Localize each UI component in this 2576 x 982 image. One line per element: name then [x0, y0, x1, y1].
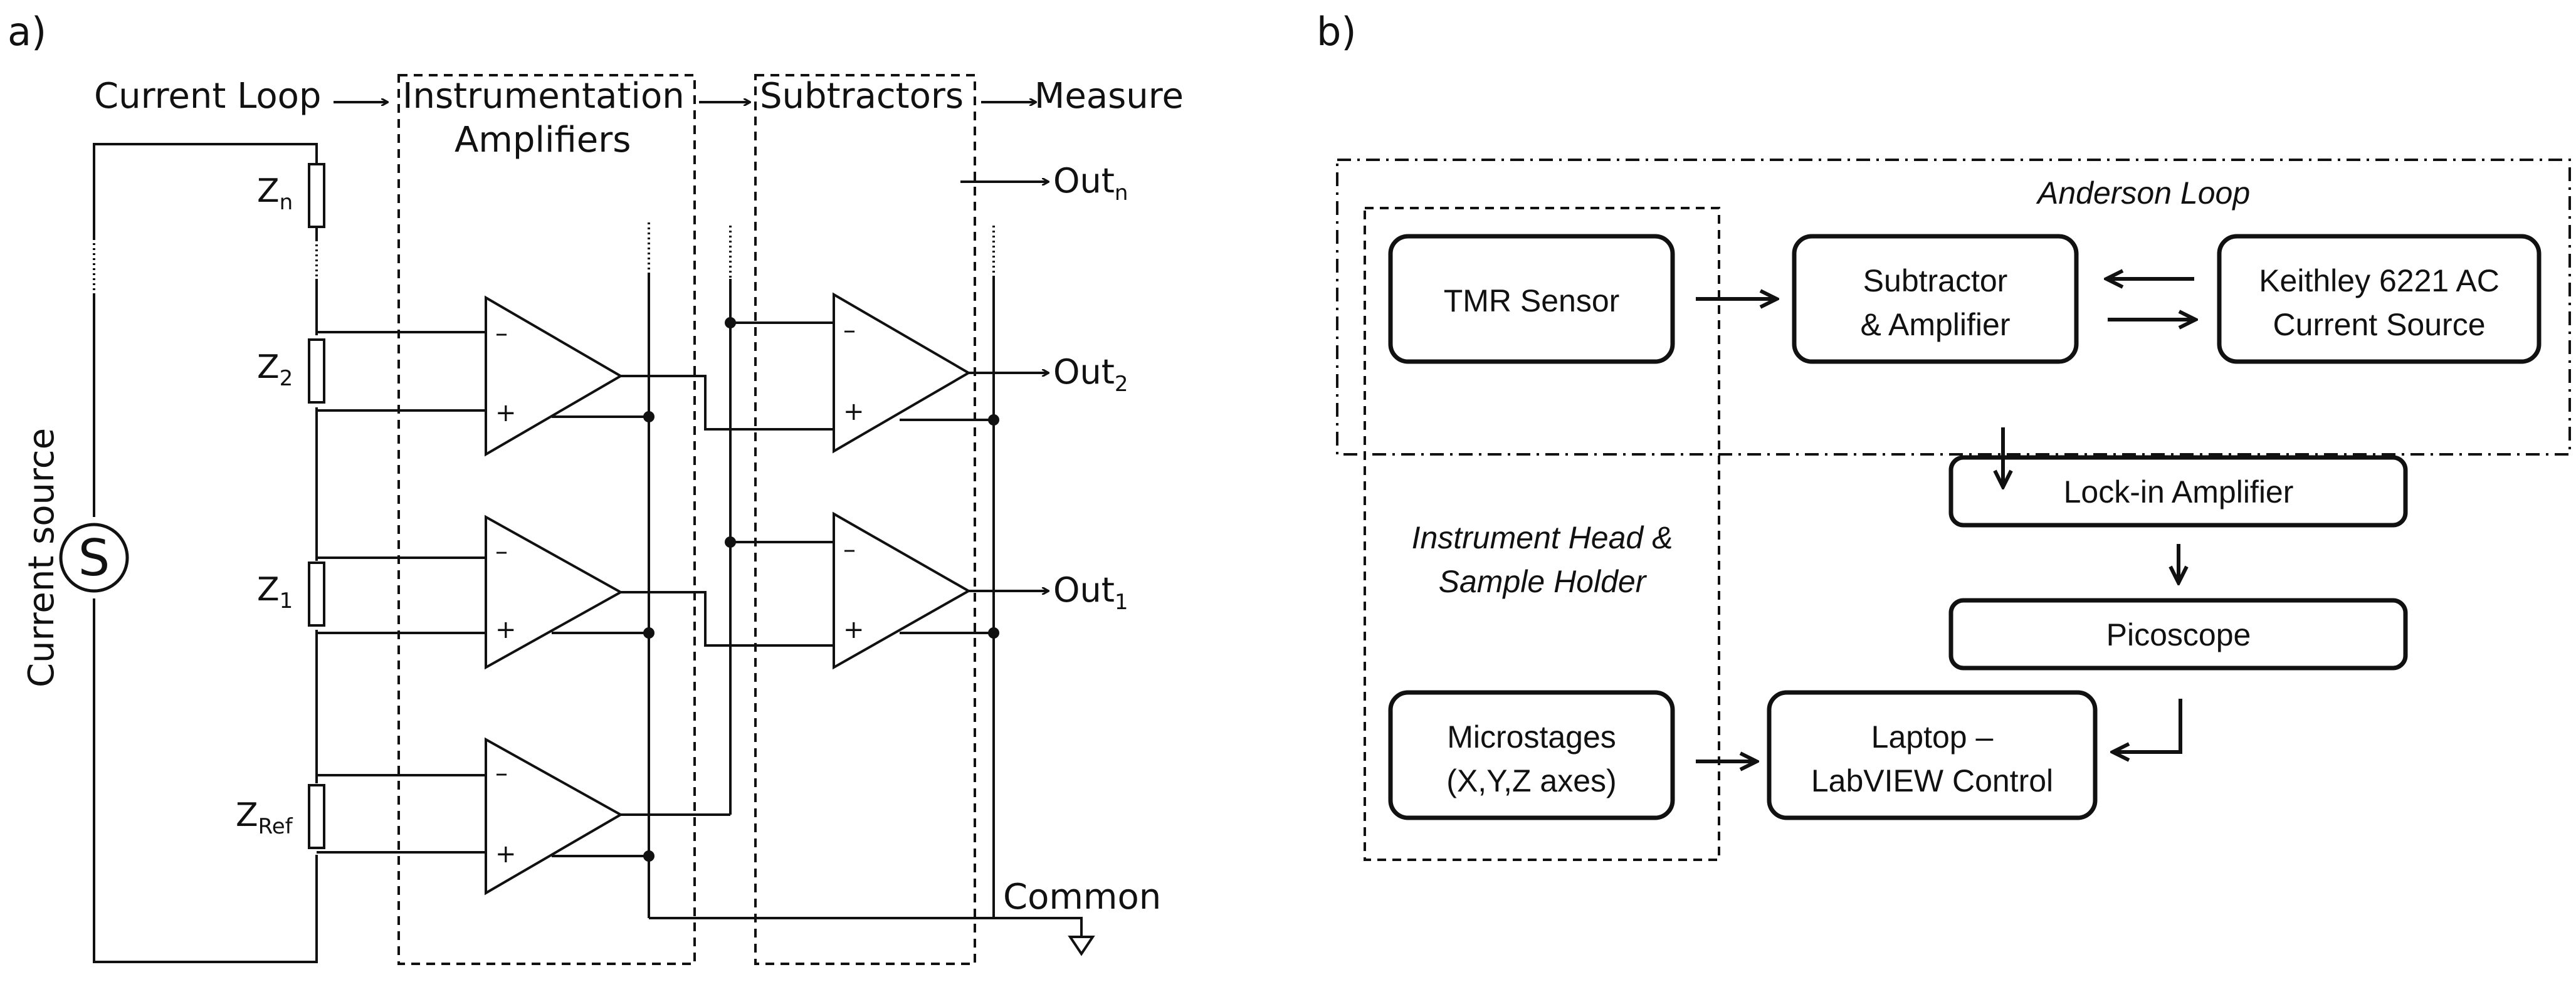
laptop-label-2: LabVIEW Control: [1811, 763, 2053, 798]
subtractors-group: [754, 74, 976, 965]
inst-amp-ref-plus: +: [495, 840, 517, 869]
label-z2: Z2: [257, 348, 293, 391]
panel-b: b) Anderson Loop Instrument Head & Sampl…: [1317, 9, 2571, 861]
inst-amp-ref: [485, 737, 624, 896]
instrumentation-amplifiers-group: [397, 74, 696, 965]
inst-amp-1: [485, 515, 624, 670]
subtractor-amplifier-box: [1792, 234, 2079, 364]
microstages-label-1: Microstages: [1447, 719, 1616, 755]
subtractor-amplifier-label-1: Subtractor: [1863, 263, 2008, 298]
label-zref: ZRef: [236, 797, 293, 839]
arrow-picoscope-to-laptop: [2114, 699, 2182, 752]
label-out-2: Out2: [1053, 352, 1128, 397]
tmr-sensor-label: TMR Sensor: [1444, 283, 1620, 318]
keithley-label-1: Keithley 6221 AC: [2259, 263, 2500, 298]
keithley-label-2: Current Source: [2273, 307, 2485, 342]
lockin-amplifier-box: [1948, 455, 2408, 528]
subtractor-2-minus: –: [843, 316, 856, 345]
impedance-z1: [308, 562, 325, 627]
inst-amp-1-plus: +: [495, 615, 517, 644]
inst-amp-2: [485, 295, 623, 457]
lockin-amplifier-label: Lock-in Amplifier: [2064, 474, 2294, 509]
subtractor-1-minus: –: [843, 535, 856, 564]
label-z1: Z1: [257, 571, 293, 614]
anderson-loop-group: [1336, 159, 2571, 456]
subtractor-2: [833, 292, 971, 454]
header-instrumentation: Instrumentation: [402, 76, 685, 117]
inst-amp-2-out: [621, 375, 834, 431]
laptop-label-1: Laptop –: [1871, 719, 1994, 755]
inst-amp-1-out: [621, 591, 834, 647]
panel-a: a) Current Loop Instrumentation Amplifie…: [8, 9, 1184, 965]
inst-amp-ref-minus: –: [495, 759, 508, 788]
instrument-head-group: [1364, 207, 1720, 861]
junction-dots: [643, 317, 999, 862]
instrument-head-label-1: Instrument Head &: [1412, 520, 1673, 555]
current-source-symbol: [59, 523, 129, 593]
inst-amp-2-plus: +: [495, 399, 517, 427]
ground-symbol: [1068, 936, 1095, 956]
label-zn: Zn: [257, 172, 293, 215]
subtractor-1: [833, 511, 972, 670]
label-common: Common: [1003, 877, 1161, 917]
keithley-box: [2217, 234, 2542, 364]
header-measure: Measure: [1034, 76, 1184, 117]
panel-b-label: b): [1317, 9, 1357, 55]
subtractor-amplifier-label-2: & Amplifier: [1861, 307, 2011, 342]
panel-a-label: a): [8, 9, 46, 55]
label-out-1: Out1: [1053, 570, 1128, 615]
subtractor-minus-inputs: [730, 321, 834, 543]
current-source-label: Current source: [21, 428, 62, 687]
anderson-loop-label: Anderson Loop: [2036, 175, 2250, 211]
label-out-n: Outn: [1053, 161, 1128, 206]
flow-arrows: [1696, 279, 2194, 761]
subtractor-2-plus: +: [843, 397, 865, 426]
subtractor-1-plus: +: [843, 615, 865, 644]
header-subtractors: Subtractors: [760, 76, 964, 117]
subtractor-feedbacks: [900, 419, 994, 634]
impedance-z2: [308, 338, 325, 404]
picoscope-label: Picoscope: [2106, 617, 2251, 652]
microstages-box: [1388, 690, 1675, 820]
impedance-zref: [308, 784, 325, 849]
header-amplifiers: Amplifiers: [455, 120, 631, 160]
header-current-loop: Current Loop: [94, 76, 321, 117]
laptop-box: [1767, 690, 2098, 820]
inst-amp-1-minus: –: [495, 537, 508, 566]
picoscope-box: [1948, 598, 2408, 671]
tmr-sensor-box: [1388, 234, 1675, 364]
impedance-zn: [308, 163, 325, 228]
inst-amp-2-minus: –: [495, 319, 508, 348]
current-source-letter: S: [78, 529, 110, 587]
microstages-label-2: (X,Y,Z axes): [1446, 763, 1616, 798]
instrument-head-label-2: Sample Holder: [1439, 564, 1648, 599]
inst-amp-input-wires: [317, 331, 486, 854]
common-wire: [649, 917, 1083, 937]
